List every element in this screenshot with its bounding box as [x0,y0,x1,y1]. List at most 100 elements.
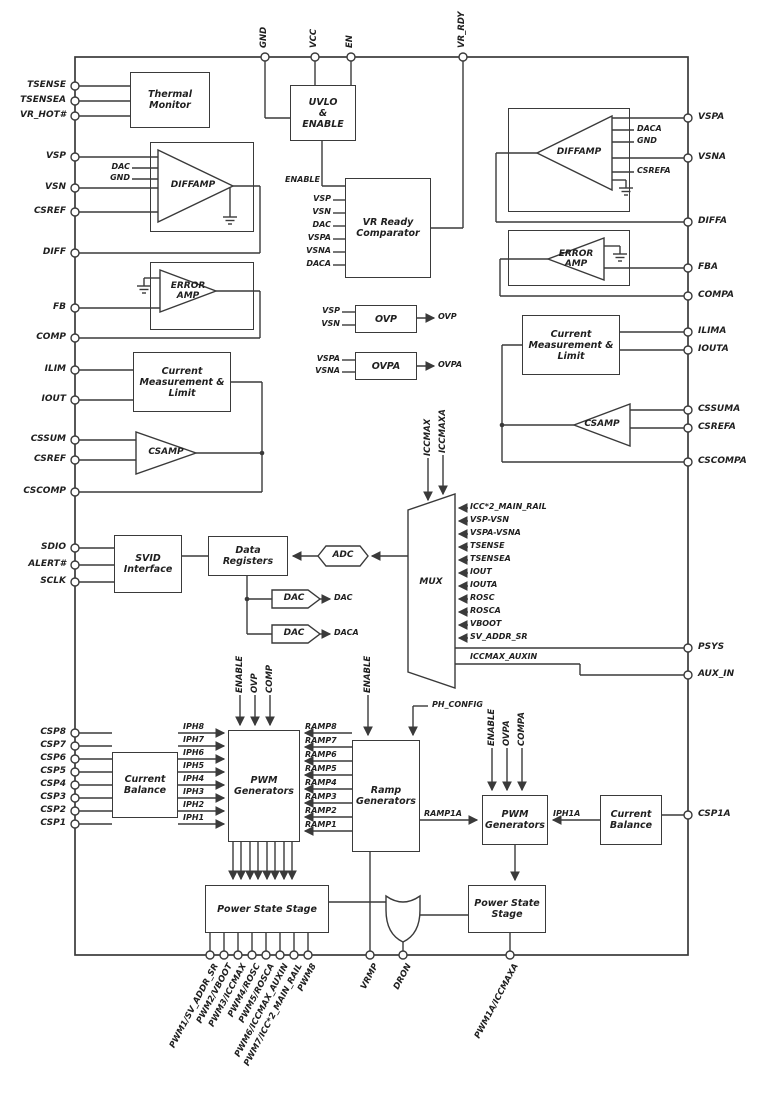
daca-output: DACA [334,628,359,637]
signal-ramp2: RAMP2 [305,806,337,815]
ovp-input-vsn: VSN [321,319,340,328]
pin-csp4: CSP4 [40,779,66,789]
pwm-generators-left-block: PWM Generators [228,730,300,842]
signal-iph5: IPH5 [183,761,205,770]
current-balance-left-block: Current Balance [112,752,178,818]
pin-csp7: CSP7 [40,740,66,750]
signal-ramp1a: RAMP1A [424,809,462,818]
mux-top-iccmaxa: ICCMAXA [438,409,448,453]
mux-input-tsense: TSENSE [470,541,505,550]
ovp-output: OVP [438,312,457,321]
ovp-block: OVP [355,305,417,333]
error-amp-left-box [150,262,254,330]
mux-input-vspa-vsna: VSPA-VSNA [470,528,521,537]
vr-comp-input-vsn: VSN [312,207,331,216]
vr-comp-input-dac: DAC [312,220,331,229]
mux-input-icc2-main-rail: ICC*2_MAIN_RAIL [470,502,547,511]
pin-csp2: CSP2 [40,805,66,815]
ovpa-input-vspa: VSPA [316,354,340,363]
diffamp-right-label: DIFFAMP [556,147,602,157]
mux-input-iout: IOUT [470,567,492,576]
signal-ph-config: PH_CONFIG [432,700,483,709]
signal-ramp6: RAMP6 [305,750,337,759]
signal-iph7: IPH7 [183,735,205,744]
pin-iouta: IOUTA [698,344,729,354]
diffamp-right-daca: DACA [637,124,662,133]
pwm-left-top-comp: COMP [265,664,275,693]
pin-diff: DIFF [42,247,66,257]
current-balance-right-block: Current Balance [600,795,662,845]
diffamp-right-gnd: GND [637,136,657,145]
pin-vcc: VCC [309,28,319,48]
ovp-input-vsp: VSP [322,306,340,315]
svid-interface-block: SVID Interface [114,535,182,593]
diffamp-left-box [150,142,254,232]
pin-sclk: SCLK [40,576,66,586]
signal-ramp3: RAMP3 [305,792,337,801]
pin-cssuma: CSSUMA [698,404,741,414]
pin-cscomp: CSCOMP [23,486,66,496]
vr-comp-input-vsna: VSNA [306,246,331,255]
signal-iph1: IPH1 [183,813,205,822]
mux-input-tsensea: TSENSEA [470,554,511,563]
ovpa-block: OVPA [355,352,417,380]
dac-output: DAC [334,593,353,602]
pin-comp: COMP [36,332,66,342]
diffamp-right-csrefa: CSREFA [637,166,671,175]
signal-iph4: IPH4 [183,774,205,783]
chip-border [74,56,689,956]
pwm-right-top-compa: COMPA [517,712,527,746]
pwm-right-top-enable: ENABLE [487,708,497,746]
pin-psys: PSYS [698,642,725,652]
pin-csp1a: CSP1A [698,809,731,819]
signal-iph8: IPH8 [183,722,205,731]
wire-group [79,61,684,951]
pin-vsna: VSNA [698,152,726,162]
csamp-right-label: CSAMP [584,419,620,429]
pin-ilim: ILIM [44,364,66,374]
pin-vspa: VSPA [698,112,725,122]
mux-input-rosc: ROSC [470,593,495,602]
pin-tsensea: TSENSEA [20,95,66,105]
dac-shapes [271,589,322,644]
pin-csref2: CSREF [34,454,66,464]
mux-top-iccmax: ICCMAX [423,418,433,456]
ovpa-output: OVPA [438,360,463,369]
mux-input-sv-addr-sr: SV_ADDR_SR [470,632,528,641]
error-amp-right-box [508,230,630,286]
pin-vr-hot: VR_HOT# [20,110,66,120]
pin-sdio: SDIO [41,542,66,552]
pin-fba: FBA [698,262,718,272]
current-measurement-right-block: Current Measurement & Limit [522,315,620,375]
signal-ramp7: RAMP7 [305,736,337,745]
pwm-right-top-ovpa: OVPA [502,720,512,746]
pin-csp3: CSP3 [40,792,66,802]
mux-label: MUX [419,577,443,587]
pwm-generators-right-block: PWM Generators [482,795,548,845]
mux-input-vboot: VBOOT [470,619,502,628]
pin-gnd: GND [259,26,269,48]
pin-csref: CSREF [34,206,66,216]
mux-input-vsp-vsn: VSP-VSN [470,515,510,524]
signal-ramp4: RAMP4 [305,778,337,787]
signal-enable: ENABLE [284,175,320,184]
dac1-label: DAC [283,593,305,603]
pin-vsp: VSP [45,151,66,161]
arrow-wire-group [178,313,600,882]
data-registers-block: Data Registers [208,536,288,576]
mux-shape [407,493,456,689]
thermal-monitor-block: Thermal Monitor [130,72,210,128]
pin-csp6: CSP6 [40,753,66,763]
pin-iout: IOUT [41,394,66,404]
ramp-gen-top-enable: ENABLE [363,655,373,693]
signal-iph1a: IPH1A [553,809,581,818]
vr-comp-input-vsp: VSP [313,194,331,203]
pin-vsn: VSN [45,182,66,192]
pin-vr-rdy: VR_RDY [457,11,467,48]
error-amp-left-label: ERROR AMP [170,281,206,301]
diffamp-left-gnd: GND [110,173,130,182]
current-measurement-left-block: Current Measurement & Limit [133,352,231,412]
diffamp-left-label: DIFFAMP [170,180,216,190]
or-gate [385,894,421,943]
